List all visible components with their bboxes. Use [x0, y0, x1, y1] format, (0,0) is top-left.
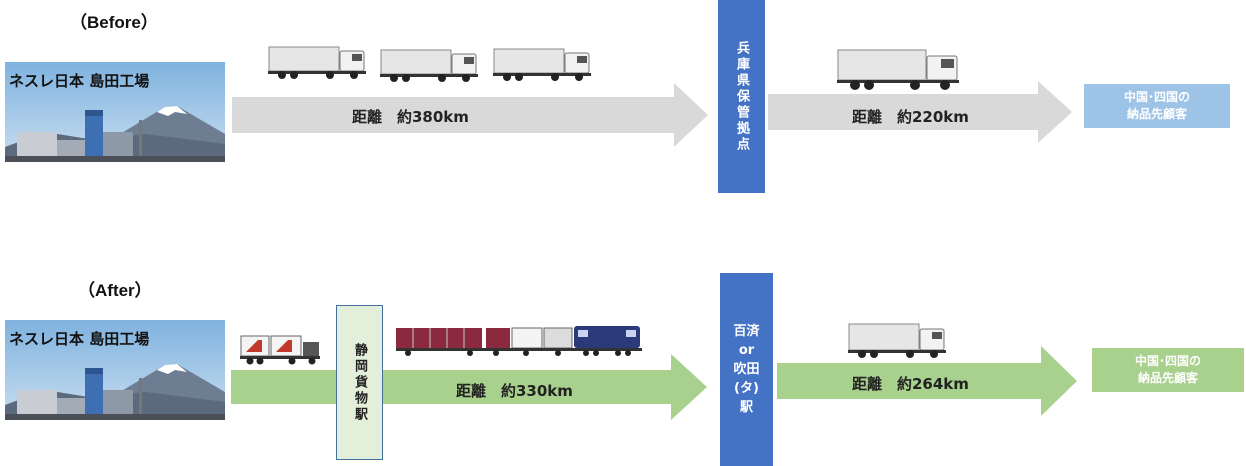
freight-train-icon: [396, 324, 642, 358]
route-arrow-after-leg2: [777, 346, 1077, 416]
factory-label-before: ネスレ日本 島田工場: [9, 72, 150, 90]
before-label: （Before）: [70, 13, 158, 32]
station2-line5: 駅: [739, 400, 753, 415]
distance-label-after-leg2: 距離 約264km: [852, 375, 969, 393]
station-label-shizuoka: 静岡貨物駅: [352, 342, 367, 423]
truck-icon: [268, 45, 370, 81]
hub-label: 兵庫県保管拠点: [734, 40, 749, 153]
factory-photo-after: ネスレ日本 島田工場: [5, 320, 225, 420]
after-label: （After）: [78, 281, 152, 300]
station-box-kudara-suita: 百済 or 吹田 (タ) 駅: [720, 273, 773, 466]
station2-line3: 吹田: [733, 362, 760, 377]
distance-label-before-leg1: 距離 約380km: [352, 108, 469, 126]
destination-line2: 納品先顧客: [1126, 107, 1187, 121]
destination-box-after: 中国･四国の 納品先顧客: [1092, 348, 1244, 392]
station2-line1: 百済: [733, 324, 760, 339]
distance-label-before-leg2: 距離 約220km: [852, 108, 969, 126]
destination-line1: 中国･四国の: [1134, 354, 1201, 368]
destination-line2: 納品先顧客: [1137, 371, 1198, 385]
truck-icon: [493, 47, 595, 83]
station-box-shizuoka: 静岡貨物駅: [336, 305, 383, 460]
station2-line4: (タ): [734, 381, 759, 396]
hub-box-hyogo: 兵庫県保管拠点: [718, 0, 765, 193]
distance-label-after-rail: 距離 約330km: [456, 382, 573, 400]
route-arrow-before-leg2: [768, 81, 1072, 143]
container-truck-icon: [240, 334, 322, 366]
route-arrow-before-leg1: [232, 83, 708, 147]
destination-line1: 中国･四国の: [1123, 90, 1190, 104]
destination-box-before: 中国･四国の 納品先顧客: [1084, 84, 1230, 128]
factory-label-after: ネスレ日本 島田工場: [9, 330, 150, 348]
factory-photo-before: ネスレ日本 島田工場: [5, 62, 225, 162]
station2-line2: or: [738, 343, 755, 358]
truck-icon: [380, 48, 482, 84]
truck-icon: [837, 48, 963, 92]
truck-icon: [848, 322, 950, 360]
